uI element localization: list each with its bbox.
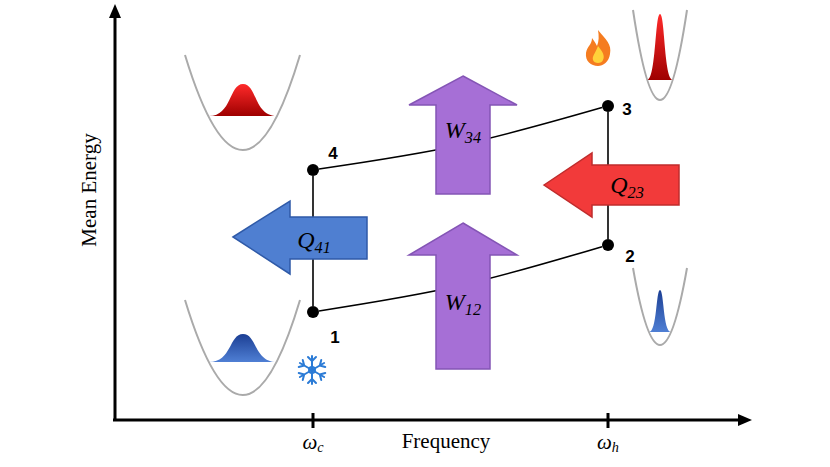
state-point: 1 bbox=[307, 306, 319, 318]
snowflake-core bbox=[309, 367, 315, 373]
energy-distribution bbox=[209, 84, 277, 116]
heat-arrow: Q23 bbox=[543, 152, 680, 218]
potential-well bbox=[633, 268, 687, 345]
axis-tick bbox=[607, 413, 610, 428]
axis-tick bbox=[312, 413, 315, 428]
point-number: 4 bbox=[328, 145, 337, 162]
potential-well bbox=[185, 55, 300, 150]
arrow-shape bbox=[544, 153, 679, 217]
quantity-symbol: W12 bbox=[445, 290, 481, 314]
work-arrow: W12 bbox=[408, 222, 518, 370]
snowflake-arm bbox=[298, 360, 326, 381]
axis-title: Mean Energy bbox=[79, 133, 100, 246]
flame-outer bbox=[586, 30, 610, 66]
arrow-shape bbox=[233, 201, 367, 274]
quantity-symbol: W34 bbox=[445, 118, 481, 142]
snowflake-stroke bbox=[298, 360, 326, 381]
quantity-symbol: Q41 bbox=[297, 228, 331, 252]
energy-distribution bbox=[209, 334, 277, 362]
potential-well bbox=[633, 10, 687, 100]
y-axis-head bbox=[109, 4, 121, 18]
state-point: 3 bbox=[602, 100, 614, 112]
snowflake-icon bbox=[298, 356, 326, 384]
potential-well bbox=[185, 300, 300, 395]
x-axis bbox=[113, 419, 740, 422]
x-axis-head bbox=[738, 414, 752, 426]
y-axis bbox=[114, 16, 117, 421]
quantity-symbol: Q23 bbox=[610, 173, 644, 197]
flame-inner bbox=[593, 46, 604, 63]
energy-distribution bbox=[647, 14, 673, 80]
arrow-shape bbox=[409, 223, 517, 369]
point-number: 3 bbox=[622, 101, 631, 118]
axis-title: Frequency bbox=[402, 431, 491, 452]
state-point: 2 bbox=[602, 239, 614, 251]
point-number: 1 bbox=[330, 329, 339, 346]
snowflake-arm bbox=[298, 360, 326, 381]
tick-label: ωc bbox=[302, 432, 323, 453]
state-point: 4 bbox=[307, 164, 319, 176]
work-arrow: W34 bbox=[408, 75, 518, 195]
energy-distribution bbox=[649, 290, 671, 332]
heat-arrow: Q41 bbox=[232, 200, 368, 275]
snowflake-stroke bbox=[298, 360, 326, 381]
fire-icon bbox=[586, 30, 610, 66]
tick-label: ωh bbox=[597, 432, 619, 453]
arrow-shape bbox=[409, 76, 517, 194]
point-number: 2 bbox=[625, 248, 634, 265]
